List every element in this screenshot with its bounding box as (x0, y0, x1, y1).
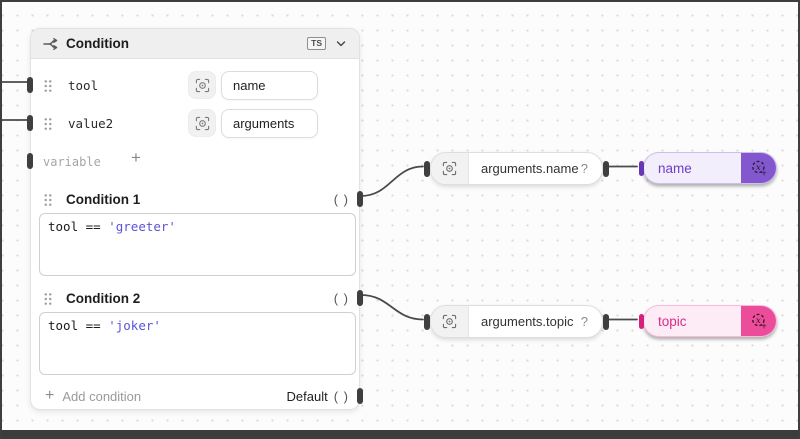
input-label: value2 (68, 115, 114, 131)
condition2-title: Condition 2 (66, 290, 141, 306)
create-variable-button[interactable]: x + (741, 153, 776, 183)
port-input-value2[interactable] (27, 115, 33, 131)
port-selector-input[interactable] (424, 161, 430, 177)
code-text: tool == (48, 219, 109, 234)
variable-label: variable (43, 155, 101, 169)
default-label: Default (286, 388, 328, 404)
input-value-field[interactable]: arguments (221, 108, 318, 138)
variable-node-topic[interactable]: topic x + (639, 305, 777, 337)
node-title: Condition (66, 36, 129, 51)
scope-picker-button[interactable] (188, 71, 216, 99)
selector-node-arguments-topic[interactable]: arguments.topic ? (424, 305, 609, 338)
plus-icon: + (45, 387, 55, 404)
input-row-value2: value2 arguments (43, 108, 347, 138)
condition1-code-editor[interactable]: tool == 'greeter' (39, 213, 356, 276)
svg-text:x: x (756, 316, 761, 326)
condition2-code-editor[interactable]: tool == 'joker' (39, 312, 356, 375)
port-selector-input[interactable] (424, 314, 430, 330)
variable-name[interactable]: topic (658, 313, 687, 329)
variable-x-icon: x + (751, 313, 767, 330)
selector-node-arguments-name[interactable]: arguments.name ? (424, 152, 609, 185)
condition-node-header[interactable]: Condition TS (31, 29, 359, 59)
scope-icon-box[interactable] (431, 306, 469, 337)
drag-handle-icon[interactable] (43, 291, 52, 305)
variable-node-name[interactable]: name x + (639, 152, 777, 184)
input-row-tool: tool name (43, 70, 347, 100)
window-bottom-edge (2, 430, 798, 437)
help-hint[interactable]: ? (580, 314, 588, 329)
input-value-field[interactable]: name (221, 70, 318, 100)
chevron-down-icon[interactable] (335, 38, 347, 50)
condition2-header: Condition 2 ( ) (43, 285, 349, 311)
port-input-tool[interactable] (27, 77, 33, 93)
variable-row: variable + (43, 148, 141, 174)
svg-text:+: + (760, 321, 766, 330)
drag-handle-icon[interactable] (43, 116, 52, 130)
selector-path[interactable]: arguments.topic (481, 314, 574, 329)
selector-path[interactable]: arguments.name (481, 161, 579, 176)
port-selector-output[interactable] (603, 314, 609, 330)
code-string-literal: 'greeter' (108, 219, 176, 234)
port-output-condition1[interactable] (357, 191, 363, 207)
branch-icon (43, 36, 59, 52)
condition1-title: Condition 1 (66, 191, 141, 207)
add-condition-button[interactable]: + Add condition (43, 387, 141, 405)
create-variable-button[interactable]: x + (741, 306, 776, 336)
variable-x-icon: x + (751, 160, 767, 177)
edge-condition1-to-selector-name[interactable] (360, 165, 424, 197)
condition2-output-label: ( ) (333, 290, 349, 306)
typescript-badge[interactable]: TS (307, 36, 326, 51)
port-output-default[interactable] (357, 388, 363, 404)
add-condition-label: Add condition (62, 388, 142, 404)
svg-text:+: + (760, 168, 766, 177)
svg-text:x: x (756, 163, 761, 173)
port-output-condition2[interactable] (357, 290, 363, 306)
drag-handle-icon[interactable] (43, 78, 52, 92)
condition-node-footer: + Add condition Default ( ) (43, 383, 349, 409)
port-variable-input[interactable] (639, 161, 644, 176)
help-hint[interactable]: ? (580, 161, 588, 176)
scope-icon-box[interactable] (431, 153, 469, 184)
add-variable-button[interactable]: + (131, 148, 141, 167)
variable-name[interactable]: name (658, 160, 692, 176)
condition1-output-label: ( ) (333, 191, 349, 207)
port-variable-input[interactable] (639, 314, 644, 329)
edge-condition2-to-selector-topic[interactable] (360, 294, 424, 321)
drag-handle-icon[interactable] (43, 192, 52, 206)
input-label: tool (68, 77, 99, 93)
code-text: tool == (48, 318, 109, 333)
port-selector-output[interactable] (603, 161, 609, 177)
condition1-header: Condition 1 ( ) (43, 186, 349, 212)
code-string-literal: 'joker' (108, 318, 161, 333)
port-input-variable[interactable] (27, 153, 33, 169)
default-output-label: ( ) (333, 388, 349, 404)
condition-node[interactable]: Condition TS tool name value2 (27, 28, 363, 410)
scope-picker-button[interactable] (188, 109, 216, 137)
